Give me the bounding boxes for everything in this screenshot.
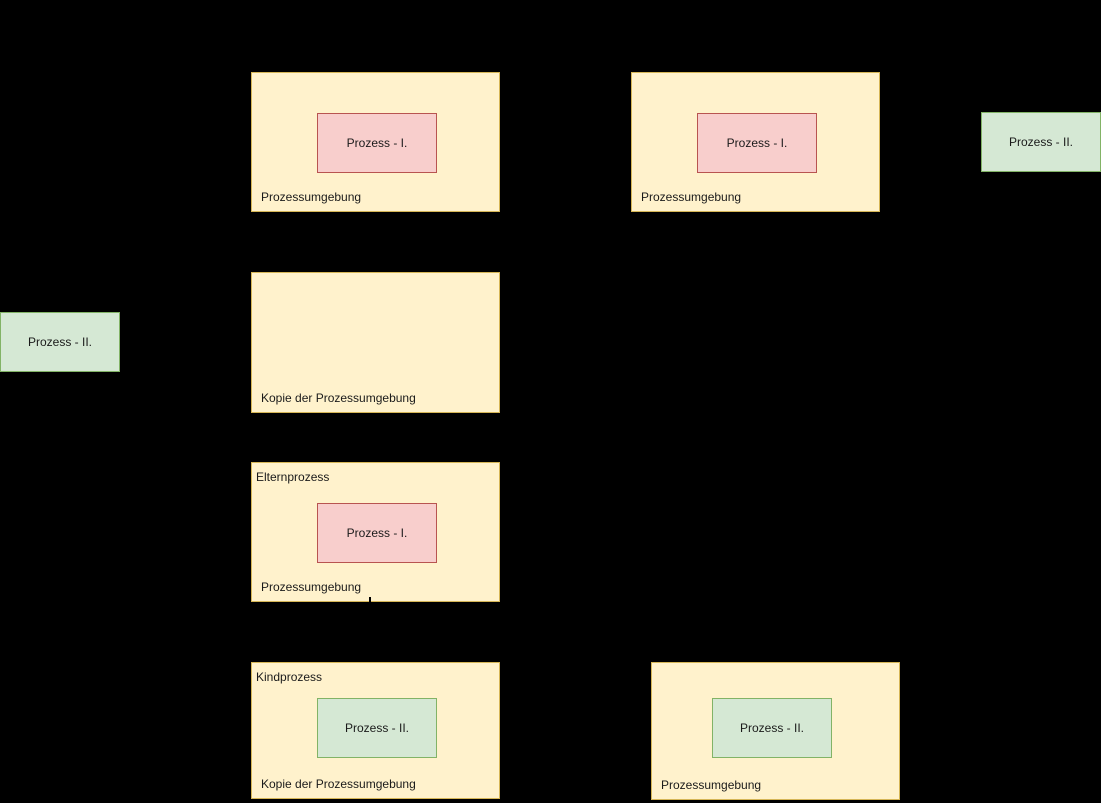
process-1-node: Prozess - I.	[317, 113, 437, 173]
process-2-label: Prozess - II.	[27, 335, 92, 349]
env-label: Prozessumgebung	[261, 190, 362, 204]
process-1-label: Prozess - I.	[346, 136, 408, 150]
env-box-top-left: Prozess - I. Prozessumgebung	[251, 72, 500, 212]
env-label: Prozessumgebung	[261, 580, 362, 594]
process-2-node-left: Prozess - II.	[0, 312, 120, 372]
process-1-node: Prozess - I.	[317, 503, 437, 563]
env-title: Elternprozess	[256, 470, 330, 484]
env-label: Kopie der Prozessumgebung	[261, 777, 416, 791]
env-label: Prozessumgebung	[661, 778, 762, 792]
env-box-parent-process: Elternprozess Prozess - I. Prozessumgebu…	[251, 462, 500, 602]
connector-remnant-tick	[369, 597, 371, 603]
env-box-top-middle: Prozess - I. Prozessumgebung	[631, 72, 880, 212]
env-box-bottom-right: Prozess - II. Prozessumgebung	[651, 662, 900, 800]
env-label: Prozessumgebung	[641, 190, 742, 204]
process-1-node: Prozess - I.	[697, 113, 817, 173]
process-2-label: Prozess - II.	[344, 721, 409, 735]
process-2-label: Prozess - II.	[739, 721, 804, 735]
process-2-node-top-right: Prozess - II.	[981, 112, 1101, 172]
process-2-label: Prozess - II.	[1008, 135, 1073, 149]
process-1-label: Prozess - I.	[346, 526, 408, 540]
env-box-child-process: Kindprozess Prozess - II. Kopie der Proz…	[251, 662, 500, 799]
env-label: Kopie der Prozessumgebung	[261, 391, 416, 405]
process-2-node: Prozess - II.	[712, 698, 832, 758]
process-2-node: Prozess - II.	[317, 698, 437, 758]
process-1-label: Prozess - I.	[726, 136, 788, 150]
env-title: Kindprozess	[256, 670, 323, 684]
env-box-copy: Kopie der Prozessumgebung	[251, 272, 500, 413]
